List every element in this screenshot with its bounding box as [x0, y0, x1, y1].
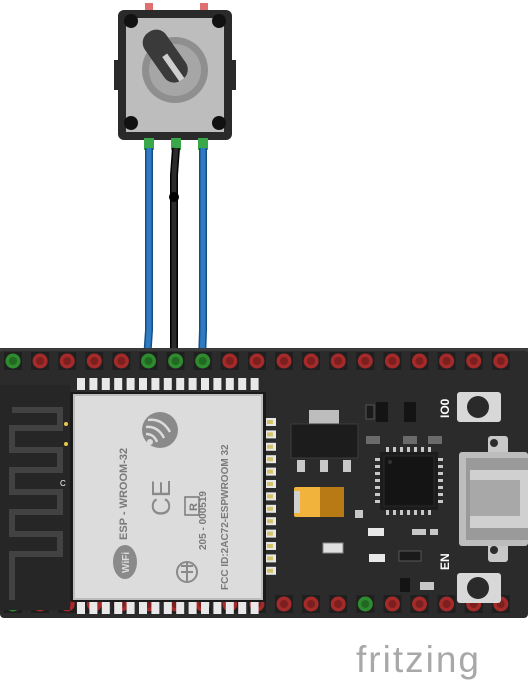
pot-top-tab-left — [145, 3, 153, 12]
top-header-pin[interactable] — [464, 352, 483, 370]
bottom-header-pin[interactable] — [356, 595, 375, 613]
top-header-pin[interactable] — [302, 352, 321, 370]
esp32-board: C ESP - WROOM-32 FCC ID:2AC72-ESPWROOM 3… — [0, 348, 528, 618]
pot-screw-hole — [212, 116, 226, 130]
pot-top-tab-right — [200, 3, 208, 12]
tantalum-capacitor — [294, 487, 344, 517]
top-header-pin[interactable] — [166, 352, 185, 370]
top-header-pin[interactable] — [356, 352, 375, 370]
pcb-antenna — [0, 385, 70, 610]
en-button[interactable] — [457, 573, 501, 603]
top-header-pin[interactable] — [491, 352, 510, 370]
top-header-pin[interactable] — [410, 352, 429, 370]
top-header-pin[interactable] — [85, 352, 104, 370]
pot-pin-left[interactable] — [144, 138, 154, 150]
pot-knob[interactable] — [138, 25, 193, 87]
wifi-logo-icon: WiFi — [113, 545, 137, 579]
r-mark: R — [184, 496, 200, 516]
bottom-header-pin[interactable] — [437, 595, 456, 613]
top-header-pin[interactable] — [220, 352, 239, 370]
smd-components — [322, 402, 442, 592]
pot-screw-hole — [212, 14, 226, 28]
esp-wroom-32-module: ESP - WROOM-32 FCC ID:2AC72-ESPWROOM 32 … — [70, 392, 266, 602]
top-header-pin[interactable] — [383, 352, 402, 370]
io0-button[interactable] — [457, 392, 501, 422]
bottom-header-pin[interactable] — [383, 595, 402, 613]
top-header-pin[interactable] — [139, 352, 158, 370]
module-name-label: ESP - WROOM-32 — [118, 448, 130, 540]
ce-mark-icon: CE — [146, 480, 176, 516]
bottom-header-pin[interactable] — [329, 595, 348, 613]
wire-bendpoint — [169, 192, 179, 202]
en-label: EN — [438, 553, 452, 570]
top-header-pin[interactable] — [275, 352, 293, 370]
top-header-pin[interactable] — [247, 352, 266, 370]
module-pads-top — [77, 378, 259, 390]
top-header-pin[interactable] — [193, 352, 212, 370]
top-header-pin[interactable] — [437, 352, 456, 370]
fcc-id-label: FCC ID:2AC72-ESPWROOM 32 — [220, 444, 231, 590]
pot-screw-hole — [124, 14, 138, 28]
micro-usb-connector[interactable] — [459, 436, 528, 562]
cert-number-label: 205 - 000519 — [198, 491, 209, 550]
fritzing-watermark: fritzing — [356, 639, 481, 680]
top-header-pin[interactable] — [4, 352, 22, 370]
bottom-header-pin[interactable] — [410, 595, 429, 613]
top-header-pin[interactable] — [112, 352, 131, 370]
voltage-regulator — [290, 410, 359, 472]
wires — [143, 147, 207, 361]
svg-text:WiFi: WiFi — [121, 552, 132, 573]
antenna-label: C — [60, 479, 66, 488]
pot-pin-right[interactable] — [198, 138, 208, 150]
potentiometer — [114, 3, 236, 150]
top-header-pin[interactable] — [31, 352, 50, 370]
top-pin-header — [4, 352, 510, 370]
usb-uart-chip — [380, 452, 438, 510]
top-header-pin[interactable] — [329, 352, 348, 370]
module-pads-bottom — [77, 602, 259, 614]
module-pads-right — [264, 418, 276, 575]
pot-pin-middle[interactable] — [171, 138, 181, 150]
io0-label: IO0 — [438, 398, 452, 418]
svg-text:R: R — [188, 503, 200, 511]
espressif-logo-icon — [142, 412, 178, 448]
fcc-mark-icon — [176, 561, 198, 583]
pot-screw-hole — [124, 116, 138, 130]
svg-text:CE: CE — [146, 480, 176, 516]
top-header-pin[interactable] — [58, 352, 77, 370]
bottom-header-pin[interactable] — [302, 595, 321, 613]
bottom-header-pin[interactable] — [275, 595, 293, 613]
